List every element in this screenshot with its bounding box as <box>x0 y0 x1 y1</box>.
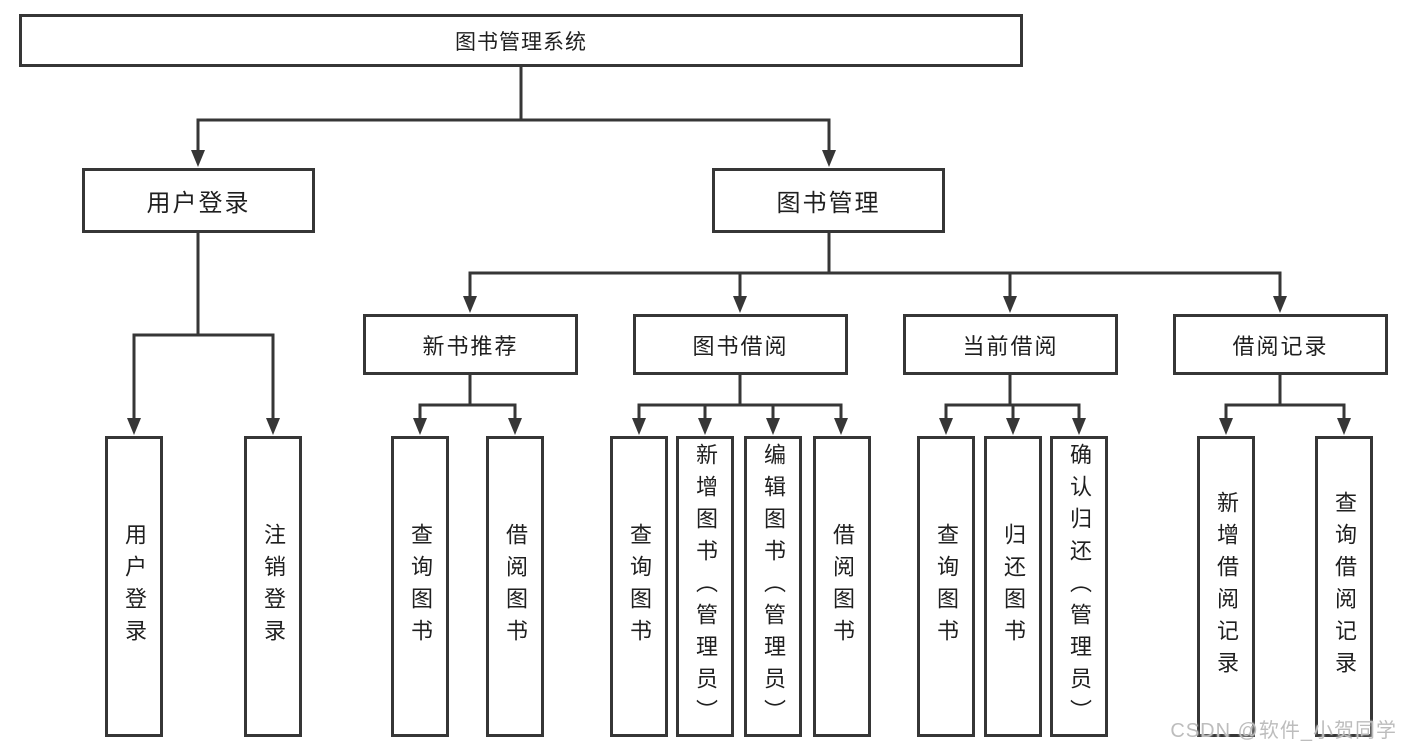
node-library-system-label: 图书管理系统 <box>455 30 587 54</box>
node-user-login: 用户登录 <box>82 168 315 233</box>
leaf-user-login-label: 用户登录 <box>122 522 147 651</box>
leaf-add-borrow-record-label: 新增借阅记录 <box>1214 490 1239 683</box>
connector-new-book-group <box>413 375 522 435</box>
node-book-borrow-label: 图书借阅 <box>692 333 789 359</box>
leaf-query-books-recommend: 查询图书 <box>391 436 449 737</box>
leaf-add-books-admin: 新增图书（管理员） <box>676 436 734 737</box>
leaf-edit-books-admin-label: 编辑图书（管理员） <box>761 442 786 731</box>
leaf-query-books-borrow: 查询图书 <box>610 436 668 737</box>
leaf-borrow-books: 借阅图书 <box>813 436 871 737</box>
leaf-edit-books-admin: 编辑图书（管理员） <box>744 436 802 737</box>
connector-book-borrow-group <box>632 375 848 435</box>
node-library-system: 图书管理系统 <box>19 14 1023 67</box>
leaf-query-books-current: 查询图书 <box>917 436 975 737</box>
node-borrow-records-label: 借阅记录 <box>1232 333 1329 359</box>
connector-borrow-records-group <box>1219 375 1351 435</box>
leaf-return-books: 归还图书 <box>984 436 1042 737</box>
leaf-user-login: 用户登录 <box>105 436 163 737</box>
leaf-add-borrow-record: 新增借阅记录 <box>1197 436 1255 737</box>
connector-book-management-group <box>463 233 1287 313</box>
node-new-book-recommend: 新书推荐 <box>363 314 578 375</box>
node-book-management: 图书管理 <box>712 168 945 233</box>
node-current-borrow: 当前借阅 <box>903 314 1118 375</box>
leaf-confirm-return-admin: 确认归还（管理员） <box>1050 436 1108 737</box>
node-book-borrow: 图书借阅 <box>633 314 848 375</box>
csdn-watermark: CSDN @软件_小贺同学 <box>1170 720 1397 742</box>
leaf-confirm-return-admin-label: 确认归还（管理员） <box>1067 442 1092 731</box>
leaf-query-books-recommend-label: 查询图书 <box>408 522 433 651</box>
node-user-login-label: 用户登录 <box>146 190 251 217</box>
leaf-query-books-borrow-label: 查询图书 <box>627 522 652 651</box>
node-new-book-recommend-label: 新书推荐 <box>422 333 519 359</box>
leaf-borrow-books-recommend: 借阅图书 <box>486 436 544 737</box>
node-borrow-records: 借阅记录 <box>1173 314 1388 375</box>
node-current-borrow-label: 当前借阅 <box>962 333 1059 359</box>
leaf-add-books-admin-label: 新增图书（管理员） <box>693 442 718 731</box>
connector-user-login-group <box>127 233 280 435</box>
leaf-logout: 注销登录 <box>244 436 302 737</box>
leaf-borrow-books-label: 借阅图书 <box>830 522 855 651</box>
leaf-query-books-current-label: 查询图书 <box>934 522 959 651</box>
connector-current-borrow-group <box>939 375 1086 435</box>
leaf-query-borrow-record-label: 查询借阅记录 <box>1332 490 1357 683</box>
leaf-borrow-books-recommend-label: 借阅图书 <box>503 522 528 651</box>
leaf-query-borrow-record: 查询借阅记录 <box>1315 436 1373 737</box>
connector-root-to-level2 <box>191 67 836 167</box>
leaf-logout-label: 注销登录 <box>261 522 286 651</box>
leaf-return-books-label: 归还图书 <box>1001 522 1026 651</box>
node-book-management-label: 图书管理 <box>776 190 881 217</box>
